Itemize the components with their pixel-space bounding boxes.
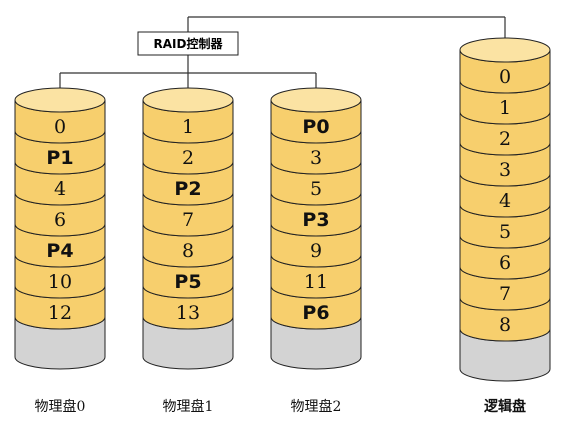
data-block-label: 1 [182, 116, 194, 138]
data-block-label: 3 [310, 147, 322, 169]
data-block-label: 6 [54, 209, 66, 231]
disks: 1210P464P10物理盘013P587P221物理盘1P6119P353P0… [14, 37, 551, 415]
parity-block-label: P0 [302, 116, 329, 138]
parity-block-label: P6 [302, 302, 329, 324]
parity-block-label: P3 [302, 209, 329, 231]
data-block-label: 4 [499, 190, 511, 212]
data-block-label: 0 [54, 116, 66, 138]
disk-top-cap [459, 37, 551, 63]
parity-block-label: P1 [46, 147, 73, 169]
data-block-label: 13 [176, 302, 200, 324]
data-block-label: 7 [182, 209, 194, 231]
parity-block-label: P2 [174, 178, 201, 200]
logical-disk: 8 7 6 5 4 3 2 1 0 逻辑盘 [459, 37, 551, 415]
physical-disk-1-label: 物理盘1 [163, 398, 214, 415]
physical-disk-0-label: 物理盘0 [35, 398, 86, 415]
data-block-label: 3 [499, 159, 511, 181]
data-block-label: 2 [499, 128, 511, 150]
data-block-label: 4 [54, 178, 66, 200]
raid-controller-box [137, 31, 239, 56]
parity-block-label: P4 [46, 240, 73, 262]
physical-disk-0: 12 10 P4 6 4 P1 0 物理盘0 [14, 87, 106, 415]
data-block-label: 5 [310, 178, 322, 200]
physical-disk-2-label: 物理盘2 [291, 398, 342, 415]
disk-top-cap [270, 87, 362, 113]
data-block-label: 5 [499, 221, 511, 243]
data-block-label: 1 [499, 97, 511, 119]
disk-top-cap [142, 87, 234, 113]
physical-disk-1: 13 P5 8 7 P2 2 1 物理盘1 [142, 87, 234, 415]
data-block-label: 8 [182, 240, 194, 262]
data-block-label: 11 [304, 271, 328, 293]
data-block-label: 10 [48, 271, 72, 293]
raid-controller-label: RAID控制器 [154, 36, 224, 51]
data-block-label: 12 [48, 302, 72, 324]
data-block-label: 9 [310, 240, 322, 262]
disk-top-cap [14, 87, 106, 113]
data-block-label: 2 [182, 147, 194, 169]
parity-block-label: P5 [174, 271, 201, 293]
raid-controller: RAID控制器 [137, 31, 239, 56]
logical-disk-label: 逻辑盘 [484, 398, 526, 415]
physical-disk-2: P6 11 9 P3 5 3 P0 物理盘2 [270, 87, 362, 415]
data-block-label: 8 [499, 314, 511, 336]
data-block-label: 6 [499, 252, 511, 274]
data-block-label: 0 [499, 66, 511, 88]
connector-lines [59, 16, 506, 98]
data-block-label: 7 [499, 283, 511, 305]
